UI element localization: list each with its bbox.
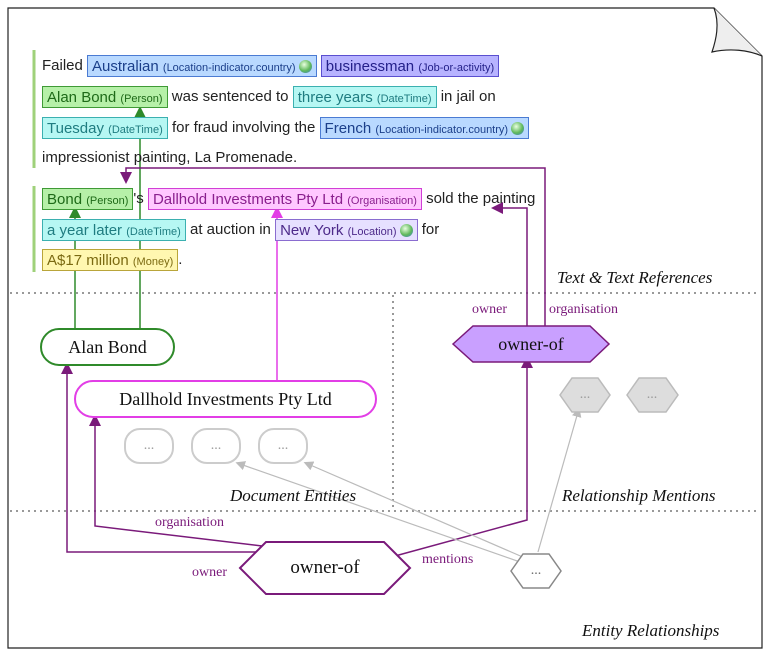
- annotation-money[interactable]: A$17 million (Money): [42, 249, 179, 272]
- globe-icon: [399, 224, 413, 238]
- annotation-businessman[interactable]: businessman (Job-or-activity): [320, 55, 500, 78]
- grey-hex-2: [626, 377, 679, 413]
- entity-dallhold[interactable]: Dallhold Investments Pty Ltd: [74, 380, 377, 418]
- region-label-entity-rels: Entity Relationships: [582, 621, 720, 640]
- globe-icon: [298, 60, 312, 74]
- annotation-new-york[interactable]: New York (Location): [275, 219, 418, 242]
- entity-relation-owner-of[interactable]: owner-of: [290, 557, 360, 578]
- text-line-3: Tuesday (DateTime) for fraud involving t…: [42, 115, 530, 141]
- globe-icon: [511, 122, 525, 136]
- text-line-1: Failed Australian (Location-indicator.co…: [42, 53, 500, 79]
- edge-rel-owner: [61, 362, 262, 553]
- annotation-australian[interactable]: Australian (Location-indicator.country): [87, 55, 317, 78]
- edge-label-owner-bottom: owner: [192, 565, 227, 580]
- edge-rel-mentions: [394, 356, 533, 557]
- text-line-4: impressionist painting, La Promenade.: [42, 149, 298, 166]
- region-label-rel-mentions: Relationship Mentions: [562, 486, 716, 505]
- owner-of-mention-shape: [451, 325, 611, 363]
- region-label-doc-entities: Document Entities: [230, 486, 357, 505]
- annotation-year-later[interactable]: a year later (DateTime): [42, 219, 186, 242]
- edge-owner-to-text: [120, 167, 546, 330]
- text-line-7: A$17 million (Money).: [42, 247, 182, 273]
- edge-rel-organisation: [89, 414, 263, 547]
- edge-label-mentions: mentions: [422, 552, 474, 567]
- entity-placeholder-3[interactable]: ...: [258, 428, 308, 464]
- edge-label-owner-top: owner: [472, 302, 507, 317]
- annotation-french[interactable]: French (Location-indicator.country): [319, 117, 530, 140]
- grey-hex-1: [559, 377, 611, 413]
- text-line-6: a year later (DateTime) at auction in Ne…: [42, 217, 439, 243]
- text-line-2: Alan Bond (Person) was sentenced to thre…: [42, 84, 496, 110]
- entity-placeholder-1[interactable]: ...: [124, 428, 174, 464]
- annotation-bond[interactable]: Bond (Person): [42, 188, 134, 211]
- entity-placeholder-2[interactable]: ...: [191, 428, 241, 464]
- region-label-text-refs: Text & Text References: [557, 268, 713, 287]
- edge-organisation-to-text: [491, 202, 528, 330]
- entity-alan-bond[interactable]: Alan Bond: [40, 328, 175, 366]
- relation-mention-placeholder-2[interactable]: ...: [646, 387, 658, 402]
- relation-mention-placeholder-1[interactable]: ...: [579, 387, 591, 402]
- edge-label-organisation-top: organisation: [549, 302, 618, 317]
- annotation-dallhold[interactable]: Dallhold Investments Pty Ltd (Organisati…: [147, 188, 422, 211]
- grey-hex-outline: [510, 553, 562, 589]
- entity-relation-placeholder[interactable]: ...: [530, 563, 542, 578]
- text-line-5: Bond (Person)'s Dallhold Investments Pty…: [42, 186, 535, 212]
- owner-of-relation-shape: [238, 541, 412, 595]
- edge-label-organisation-bottom: organisation: [155, 515, 224, 530]
- annotation-three-years[interactable]: three years (DateTime): [292, 86, 437, 109]
- relation-mention-owner-of[interactable]: owner-of: [498, 333, 564, 354]
- annotation-alan-bond[interactable]: Alan Bond (Person): [42, 86, 168, 109]
- annotation-tuesday[interactable]: Tuesday (DateTime): [42, 117, 168, 140]
